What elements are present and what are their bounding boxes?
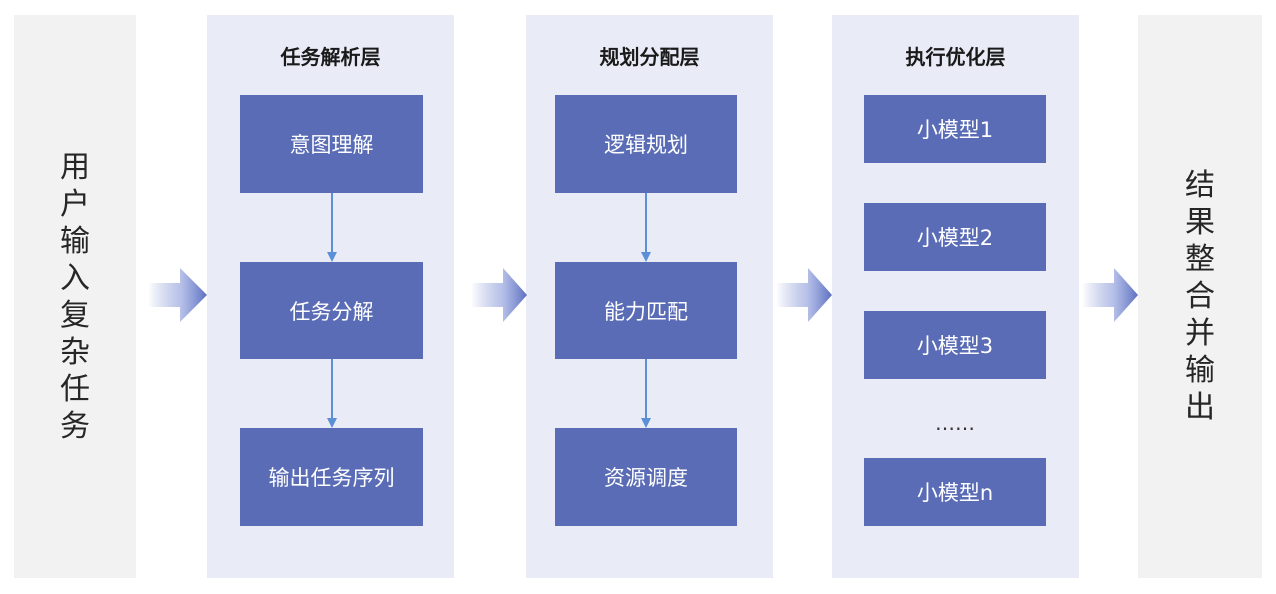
output-task-sequence-box: 输出任务序列: [240, 428, 423, 526]
capability-matching-box: 能力匹配: [555, 262, 737, 359]
flow-arrow-icon: [776, 268, 832, 322]
ellipsis: ……: [935, 411, 975, 435]
small-model-2-box: 小模型2: [864, 203, 1046, 271]
flow-arrow-icon: [148, 268, 207, 322]
resource-scheduling-box: 资源调度: [555, 428, 737, 526]
layer-title: 执行优化层: [905, 45, 1006, 69]
task-decomposition-box: 任务分解: [240, 262, 423, 359]
small-model-3-box: 小模型3: [864, 311, 1046, 379]
planning-allocation-layer: 规划分配层 逻辑规划 能力匹配 资源调度: [526, 15, 773, 578]
small-model-1-box: 小模型1: [864, 95, 1046, 163]
input-column: 用 户 输 入 复 杂 任 务: [14, 15, 136, 578]
intent-understanding-box: 意图理解: [240, 95, 423, 193]
output-label: 结 果 整 合 并 输 出: [1185, 168, 1215, 425]
task-parsing-layer: 任务解析层 意图理解 任务分解 输出任务序列: [207, 15, 454, 578]
flow-arrow-icon: [1082, 268, 1138, 322]
layer-title: 任务解析层: [280, 45, 381, 69]
execution-optimization-layer: 执行优化层 小模型1 小模型2 小模型3 …… 小模型n: [832, 15, 1079, 578]
input-label: 用 户 输 入 复 杂 任 务: [60, 149, 90, 444]
flow-arrow-icon: [471, 268, 527, 322]
small-model-n-box: 小模型n: [864, 458, 1046, 526]
logic-planning-box: 逻辑规划: [555, 95, 737, 193]
layer-title: 规划分配层: [599, 45, 700, 69]
output-column: 结 果 整 合 并 输 出: [1138, 15, 1262, 578]
